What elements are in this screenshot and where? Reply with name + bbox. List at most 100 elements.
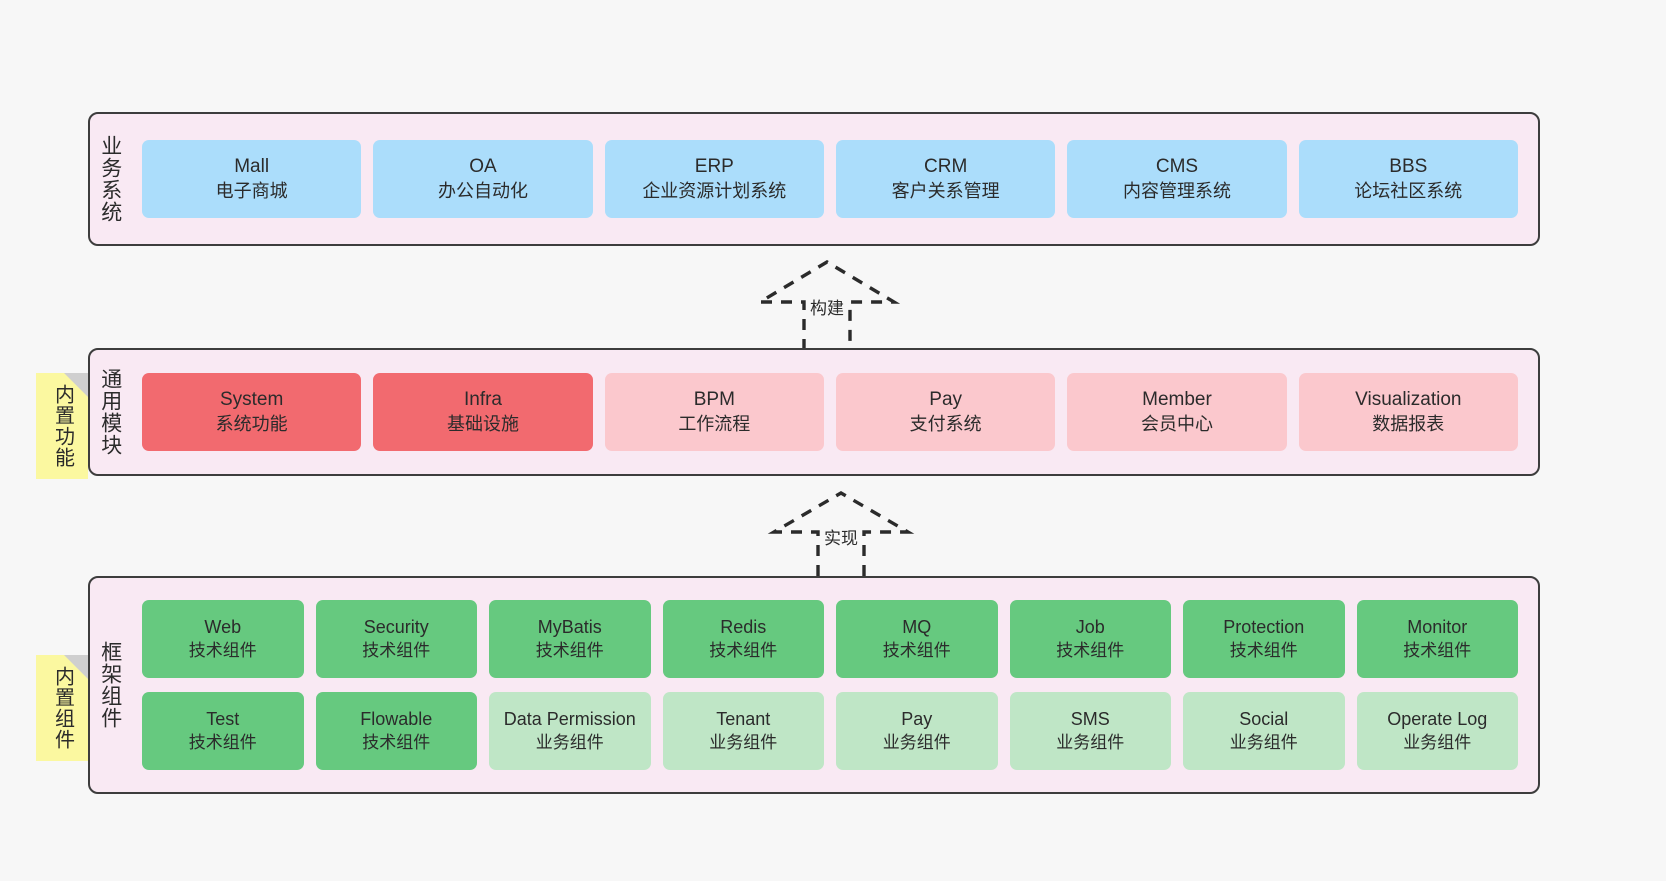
card-tenant-cn: 业务组件 — [709, 732, 778, 752]
card-bpm[interactable]: BPM 工作流程 — [604, 373, 824, 451]
card-infra[interactable]: Infra 基础设施 — [373, 373, 593, 451]
card-oa-en: OA — [469, 155, 497, 177]
arrow-implement-shape — [767, 491, 915, 576]
card-sms[interactable]: SMS 业务组件 — [1009, 692, 1171, 770]
arrow-build: 构建 — [753, 258, 901, 350]
card-mq[interactable]: MQ 技术组件 — [836, 600, 998, 678]
layer-framework-components-rows: Web 技术组件 Security 技术组件 MyBatis 技术组件 Redi… — [130, 578, 1538, 792]
card-job-en: Job — [1075, 617, 1105, 638]
card-web[interactable]: Web 技术组件 — [142, 600, 304, 678]
sticky-note-builtin-features-label: 内置功能 — [51, 384, 74, 468]
card-data-permission[interactable]: Data Permission 业务组件 — [489, 692, 651, 770]
card-flowable-cn: 技术组件 — [362, 732, 431, 752]
card-cms-cn: 内容管理系统 — [1122, 180, 1231, 201]
card-visualization-cn: 数据报表 — [1372, 413, 1445, 434]
sticky-note-builtin-components: 内置组件 — [36, 655, 88, 761]
sticky-note-builtin-components-label: 内置组件 — [51, 666, 74, 750]
arrow-build-shape — [753, 260, 901, 350]
card-member-en: Member — [1142, 388, 1212, 410]
card-mq-en: MQ — [902, 617, 932, 638]
arrow-build-label: 构建 — [808, 294, 846, 319]
card-monitor-en: Monitor — [1407, 617, 1468, 638]
layer-framework-components-title: 框架组件 — [98, 641, 122, 729]
card-cms-en: CMS — [1155, 155, 1199, 177]
card-job-cn: 技术组件 — [1056, 640, 1125, 660]
card-pay-component-en: Pay — [901, 709, 933, 730]
card-security-cn: 技术组件 — [362, 640, 431, 660]
card-pay-module-cn: 支付系统 — [909, 413, 982, 434]
card-pay-component[interactable]: Pay 业务组件 — [836, 692, 998, 770]
card-bbs-en: BBS — [1389, 155, 1428, 177]
card-flowable-en: Flowable — [360, 709, 433, 730]
card-operate-log[interactable]: Operate Log 业务组件 — [1356, 692, 1518, 770]
card-bbs-cn: 论坛社区系统 — [1354, 180, 1463, 201]
card-member[interactable]: Member 会员中心 — [1067, 373, 1287, 451]
card-social[interactable]: Social 业务组件 — [1183, 692, 1345, 770]
card-data-permission-cn: 业务组件 — [535, 732, 604, 752]
card-security-en: Security — [363, 617, 429, 638]
card-security[interactable]: Security 技术组件 — [315, 600, 477, 678]
card-system-en: System — [219, 388, 284, 410]
card-test[interactable]: Test 技术组件 — [142, 692, 304, 770]
card-visualization-en: Visualization — [1355, 388, 1462, 410]
card-redis-en: Redis — [720, 617, 767, 638]
card-pay-module[interactable]: Pay 支付系统 — [835, 373, 1056, 451]
layer-business-cards: Mall 电子商城 OA 办公自动化 ERP 企业资源计划系统 CRM 客户关系… — [130, 114, 1538, 244]
layer-business-systems: 业务系统 Mall 电子商城 OA 办公自动化 ERP 企业资源计划系统 CRM… — [88, 112, 1540, 246]
sticky-note-builtin-features: 内置功能 — [36, 373, 88, 479]
card-test-cn: 技术组件 — [188, 732, 257, 752]
layer-common-modules: 通用模块 System 系统功能 Infra 基础设施 BPM 工作流程 Pay… — [88, 348, 1540, 476]
card-flowable[interactable]: Flowable 技术组件 — [315, 692, 477, 770]
card-protection[interactable]: Protection 技术组件 — [1183, 600, 1345, 678]
card-oa-cn: 办公自动化 — [437, 180, 528, 201]
card-infra-en: Infra — [463, 388, 502, 410]
card-operate-log-en: Operate Log — [1387, 709, 1488, 730]
card-system-cn: 系统功能 — [215, 413, 288, 434]
card-web-en: Web — [204, 617, 242, 638]
layer-common-modules-cards: System 系统功能 Infra 基础设施 BPM 工作流程 Pay 支付系统… — [130, 350, 1538, 474]
card-bpm-cn: 工作流程 — [678, 413, 751, 434]
card-redis[interactable]: Redis 技术组件 — [662, 600, 824, 678]
card-protection-en: Protection — [1223, 617, 1305, 638]
arrow-implement: 实现 — [767, 490, 915, 576]
card-mq-cn: 技术组件 — [882, 640, 951, 660]
card-tenant-en: Tenant — [716, 709, 771, 730]
card-sms-en: SMS — [1070, 709, 1110, 730]
framework-row-business: Test 技术组件 Flowable 技术组件 Data Permission … — [136, 692, 1524, 770]
card-erp-cn: 企业资源计划系统 — [642, 180, 787, 201]
card-redis-cn: 技术组件 — [709, 640, 778, 660]
card-pay-component-cn: 业务组件 — [882, 732, 951, 752]
card-cms[interactable]: CMS 内容管理系统 — [1067, 140, 1287, 218]
card-crm-cn: 客户关系管理 — [891, 180, 1000, 201]
card-job[interactable]: Job 技术组件 — [1009, 600, 1171, 678]
arrow-implement-label: 实现 — [822, 524, 860, 549]
card-infra-cn: 基础设施 — [446, 413, 519, 434]
layer-business-title: 业务系统 — [98, 135, 122, 223]
card-sms-cn: 业务组件 — [1056, 732, 1125, 752]
card-system[interactable]: System 系统功能 — [142, 373, 362, 451]
card-mybatis-en: MyBatis — [537, 617, 602, 638]
card-monitor-cn: 技术组件 — [1403, 640, 1472, 660]
card-visualization[interactable]: Visualization 数据报表 — [1298, 373, 1518, 451]
card-pay-module-en: Pay — [929, 388, 963, 410]
card-web-cn: 技术组件 — [188, 640, 257, 660]
card-crm[interactable]: CRM 客户关系管理 — [835, 140, 1056, 218]
card-bpm-en: BPM — [693, 388, 735, 410]
card-erp[interactable]: ERP 企业资源计划系统 — [604, 140, 824, 218]
layer-common-modules-title: 通用模块 — [98, 368, 122, 456]
card-operate-log-cn: 业务组件 — [1403, 732, 1472, 752]
framework-row-technical: Web 技术组件 Security 技术组件 MyBatis 技术组件 Redi… — [136, 600, 1524, 678]
card-oa[interactable]: OA 办公自动化 — [373, 140, 593, 218]
card-data-permission-en: Data Permission — [503, 709, 636, 730]
card-protection-cn: 技术组件 — [1229, 640, 1298, 660]
card-social-cn: 业务组件 — [1229, 732, 1298, 752]
card-monitor[interactable]: Monitor 技术组件 — [1356, 600, 1518, 678]
card-member-cn: 会员中心 — [1140, 413, 1213, 434]
layer-framework-components: 框架组件 Web 技术组件 Security 技术组件 MyBatis 技术组件… — [88, 576, 1540, 794]
card-mybatis-cn: 技术组件 — [535, 640, 604, 660]
card-bbs[interactable]: BBS 论坛社区系统 — [1298, 140, 1518, 218]
card-mall[interactable]: Mall 电子商城 — [142, 140, 362, 218]
card-mybatis[interactable]: MyBatis 技术组件 — [489, 600, 651, 678]
card-tenant[interactable]: Tenant 业务组件 — [662, 692, 824, 770]
